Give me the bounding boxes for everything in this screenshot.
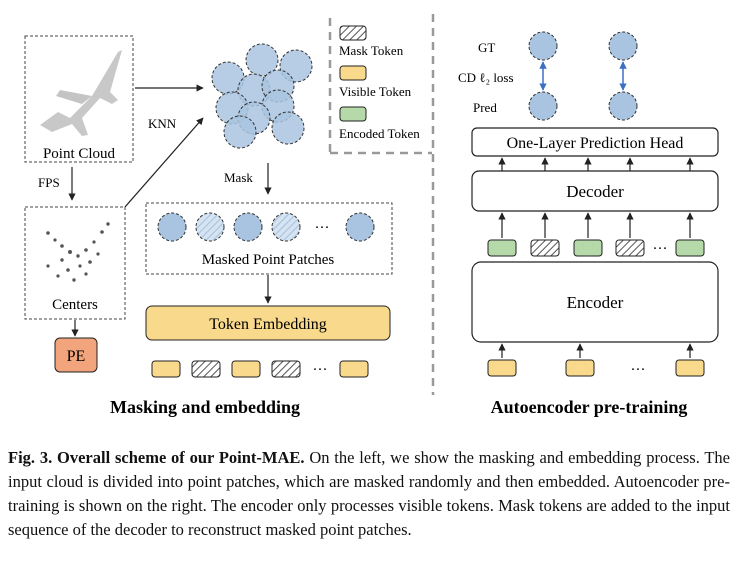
fps-label: FPS — [38, 175, 60, 190]
masked-patches-box — [145, 202, 393, 275]
gt-label: GT — [478, 40, 495, 55]
gt-patches — [528, 31, 638, 61]
knn-label: KNN — [148, 116, 177, 131]
embedded-tokens-row — [151, 360, 369, 378]
mask-label: Mask — [224, 170, 253, 185]
decoder-label: Decoder — [566, 182, 624, 201]
encoder-input-tokens — [487, 359, 705, 377]
decoder-box — [471, 170, 719, 212]
encoder-tokens-ellipsis: ··· — [631, 362, 646, 378]
figure-caption: Fig. 3. Overall scheme of our Point-MAE.… — [8, 446, 730, 542]
masked-patches-row — [157, 212, 375, 242]
prediction-head-label: One-Layer Prediction Head — [507, 135, 684, 152]
loss-label: CD ℓ₂ loss — [458, 70, 514, 85]
legend-visible-swatch — [339, 65, 367, 81]
token-embedding-box — [145, 305, 391, 341]
legend-mask-swatch — [339, 25, 367, 41]
masked-patches-ellipsis: ··· — [315, 220, 330, 236]
decoder-input-tokens — [487, 239, 705, 257]
pred-label: Pred — [473, 100, 497, 115]
token-embedding-label: Token Embedding — [209, 316, 327, 333]
pred-patches — [528, 91, 638, 121]
airplane-point-cloud-icon — [40, 50, 122, 136]
legend-visible-label: Visible Token — [339, 84, 412, 99]
point-cloud-box — [24, 35, 134, 163]
left-section-title: Masking and embedding — [110, 397, 300, 417]
prediction-head-box — [471, 127, 719, 157]
decoder-tokens-ellipsis: ··· — [653, 241, 668, 257]
legend-encoded-swatch — [339, 106, 367, 122]
masked-patches-label: Masked Point Patches — [202, 252, 335, 268]
legend: Mask Token Visible Token Encoded Token — [328, 18, 432, 155]
point-cloud-label: Point Cloud — [43, 146, 116, 162]
centers-box — [24, 206, 126, 320]
pe-label: PE — [67, 348, 86, 365]
encoder-label: Encoder — [567, 293, 624, 312]
right-section-title: Autoencoder pre-training — [491, 397, 688, 417]
pe-box — [54, 337, 98, 373]
legend-encoded-label: Encoded Token — [339, 126, 420, 141]
legend-mask-label: Mask Token — [339, 43, 404, 58]
centers-label: Centers — [52, 297, 98, 313]
caption-label: Fig. 3. Overall scheme of our Point-MAE. — [8, 448, 305, 467]
encoder-box — [471, 261, 719, 343]
caption-text: On the left, we show the masking and emb… — [8, 448, 730, 539]
point-patch-cluster — [211, 43, 313, 149]
centers-points-icon — [46, 222, 110, 282]
embedded-tokens-ellipsis: ··· — [313, 362, 328, 378]
figure: Point Cloud FPS Centers PE KNN Mask — [24, 14, 719, 417]
